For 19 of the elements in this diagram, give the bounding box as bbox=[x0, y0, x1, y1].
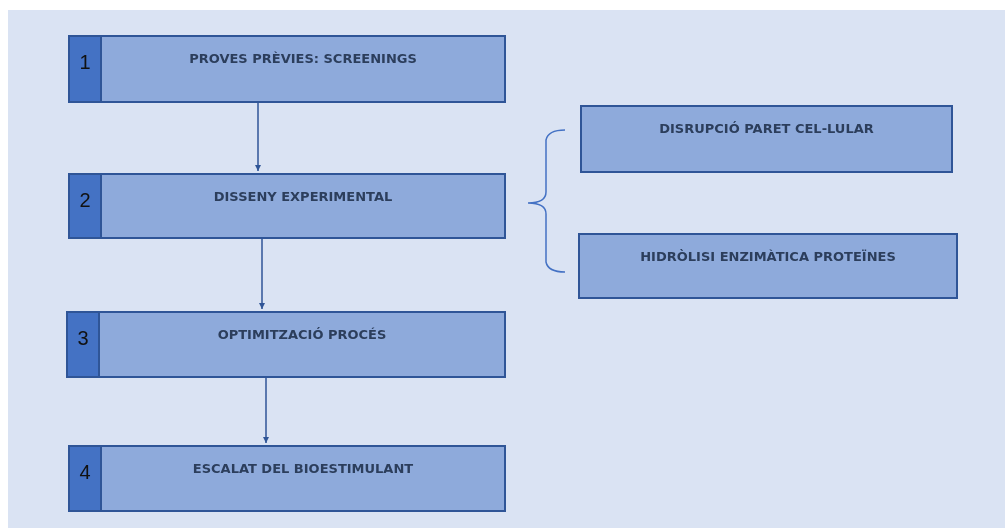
arrow bbox=[263, 377, 269, 444]
process-box bbox=[68, 445, 506, 512]
process-box bbox=[66, 311, 506, 378]
step-number: 4 bbox=[70, 447, 102, 510]
step-number: 2 bbox=[70, 175, 102, 237]
step-title: DISSENY EXPERIMENTAL bbox=[212, 189, 394, 204]
process-box bbox=[578, 233, 958, 299]
arrow bbox=[255, 102, 261, 172]
step-title: HIDRÒLISI ENZIMÀTICA PROTEÏNES bbox=[639, 249, 897, 264]
step-number: 3 bbox=[68, 313, 100, 376]
process-box bbox=[580, 105, 953, 173]
step-title: ESCALAT DEL BIOESTIMULANT bbox=[191, 461, 415, 476]
process-box bbox=[68, 173, 506, 239]
process-box bbox=[68, 35, 506, 103]
arrow bbox=[259, 238, 265, 310]
step-title: PROVES PRÈVIES: SCREENINGS bbox=[188, 51, 418, 66]
step-number: 1 bbox=[70, 37, 102, 101]
step-title: DISRUPCIÓ PARET CEL-LULAR bbox=[658, 121, 875, 136]
step-title: OPTIMITZACIÓ PROCÉS bbox=[216, 327, 388, 342]
